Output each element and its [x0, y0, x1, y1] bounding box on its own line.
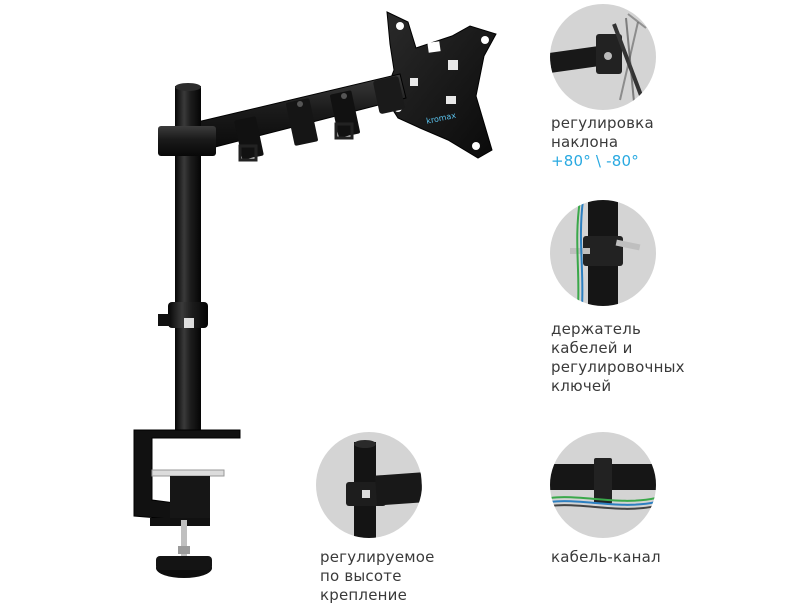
- tilt-feature-photo: [550, 4, 656, 110]
- tilt-range: +80° \ -80°: [551, 152, 639, 170]
- pole: [158, 83, 216, 436]
- tilt-line-2: наклона: [551, 133, 619, 151]
- cable-holder-line-4: ключей: [551, 377, 612, 395]
- height-mount-line-1: регулируемое: [320, 548, 435, 566]
- cable-channel-icon: [550, 458, 656, 510]
- height-mount-caption: регулируемое по высоте крепление: [320, 548, 435, 605]
- cable-holder-icon: [570, 200, 641, 306]
- cable-holder-caption: держатель кабелей и регулировочных ключе…: [551, 320, 685, 396]
- tilt-joint-icon: [550, 13, 647, 103]
- cable-holder-line-2: кабелей и: [551, 339, 633, 357]
- cable-channel-caption: кабель-канал: [551, 548, 661, 567]
- tilt-line-1: регулировка: [551, 114, 654, 132]
- height-clamp-icon: [346, 440, 422, 538]
- cable-channel-feature-photo: [550, 432, 656, 538]
- height-mount-line-2: по высоте: [320, 567, 402, 585]
- height-mount-line-3: крепление: [320, 586, 408, 604]
- cable-holder-line-3: регулировочных: [551, 358, 685, 376]
- vesa-plate: [383, 11, 497, 159]
- cable-channel-line-1: кабель-канал: [551, 548, 661, 566]
- height-mount-feature-photo: [316, 432, 422, 538]
- arm-segments: [171, 73, 407, 162]
- cable-holder-line-1: держатель: [551, 320, 642, 338]
- tilt-caption: регулировка наклона +80° \ -80°: [551, 114, 654, 171]
- desk-clamp: [133, 429, 241, 578]
- cable-holder-feature-photo: [550, 200, 656, 306]
